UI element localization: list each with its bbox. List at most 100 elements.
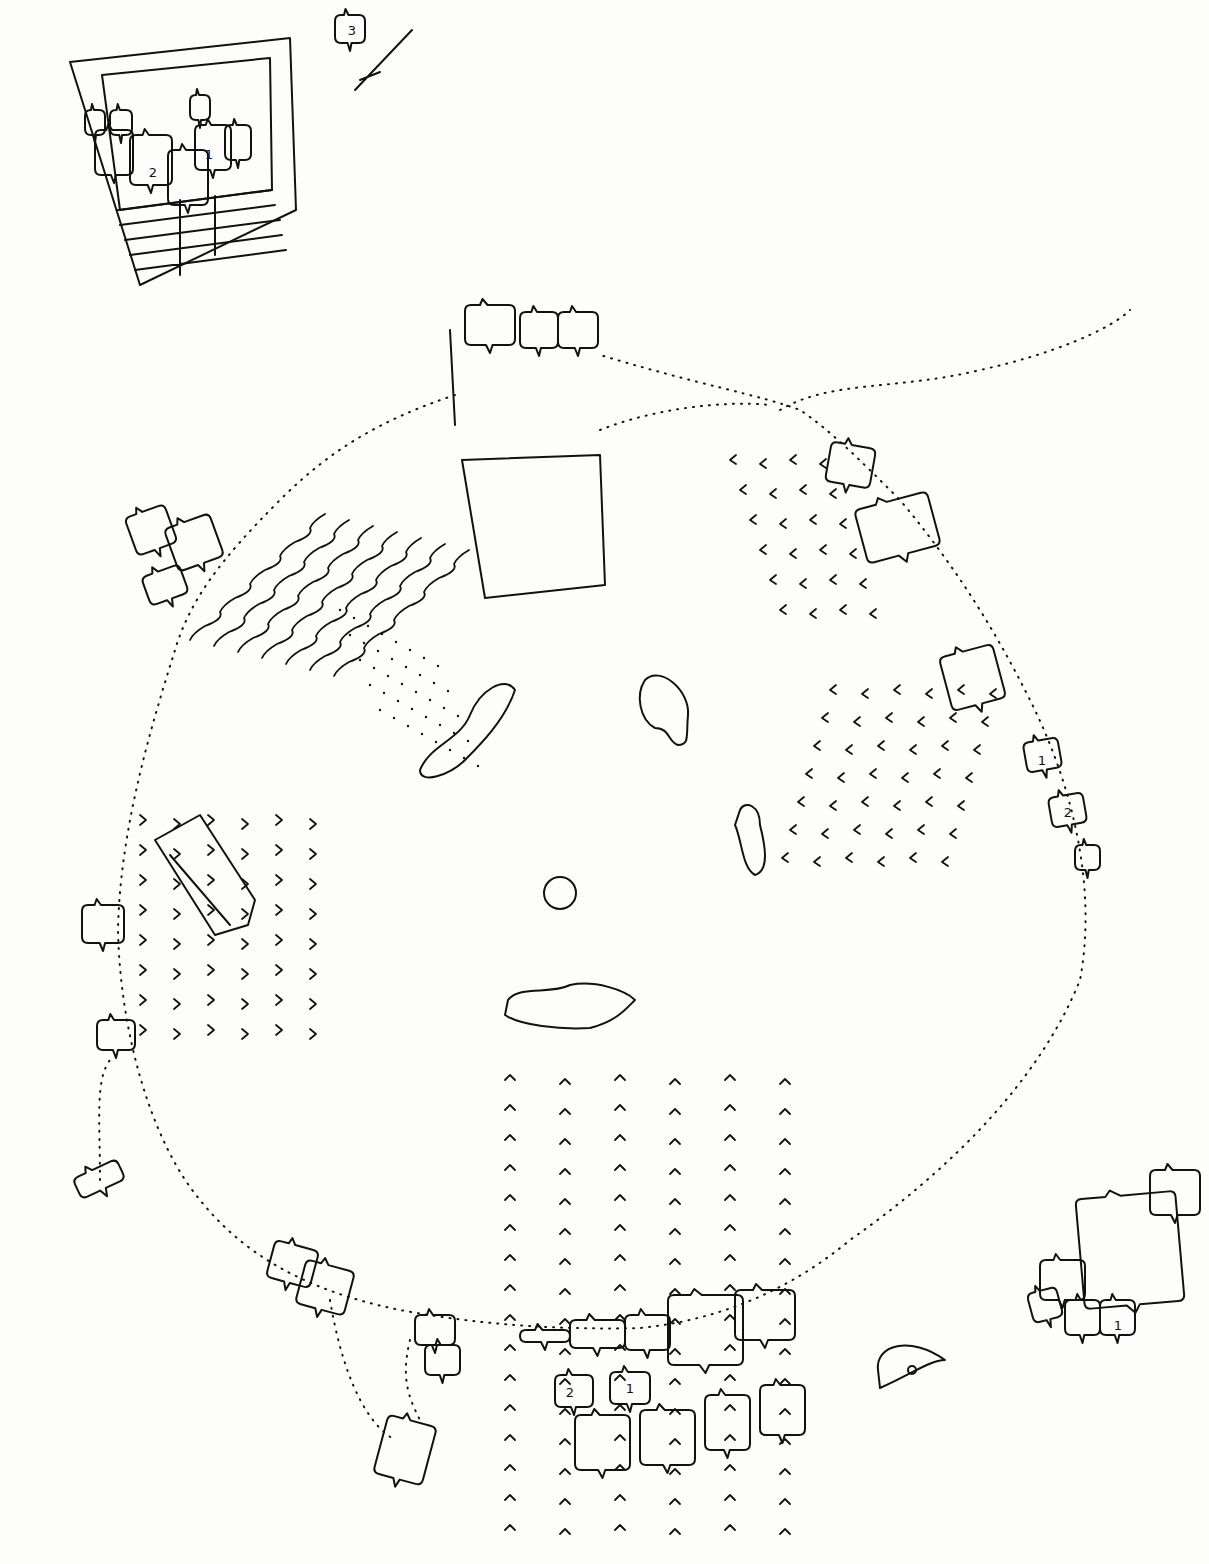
- chevron-mark: [242, 939, 248, 949]
- chevron-mark: [670, 1259, 680, 1264]
- figure: [130, 129, 172, 193]
- stipple-dot: [429, 699, 431, 701]
- figure: [139, 558, 192, 613]
- figure: [760, 1379, 805, 1443]
- chevron-mark: [725, 1525, 735, 1530]
- figure: [823, 435, 877, 496]
- chevron-mark: [670, 1229, 680, 1234]
- wavy-line: [262, 532, 397, 658]
- dotted-boundary: [118, 355, 1086, 1328]
- chevron-mark: [870, 769, 876, 778]
- chevron-mark: [670, 1349, 680, 1354]
- stipple-dot: [443, 707, 445, 709]
- chevron-mark: [140, 1025, 146, 1035]
- chevron-mark: [862, 797, 868, 806]
- chevron-mark: [780, 1139, 790, 1144]
- chevron-mark: [830, 685, 836, 694]
- stipple-dot: [353, 617, 355, 619]
- chevron-mark: [615, 1195, 625, 1200]
- chevron-mark: [276, 905, 282, 915]
- figure: [85, 104, 105, 143]
- dotted-path: [330, 1300, 395, 1440]
- chevron-mark: [840, 519, 846, 528]
- chevron-mark: [560, 1319, 570, 1324]
- hut: [155, 815, 255, 935]
- chevron-mark: [894, 801, 900, 810]
- callout-number: 1: [1038, 754, 1046, 767]
- callout-number: 1: [626, 1382, 634, 1395]
- figure: [1065, 1294, 1100, 1343]
- stipple-dot: [387, 675, 389, 677]
- rifle: [355, 30, 412, 90]
- stipple-dot: [407, 725, 409, 727]
- chevron-mark: [780, 1259, 790, 1264]
- figure: [520, 306, 558, 356]
- chevron-mark: [670, 1109, 680, 1114]
- figure: [95, 124, 133, 183]
- figure: [570, 1314, 625, 1356]
- chevron-mark: [886, 713, 892, 722]
- chevron-mark: [780, 1529, 790, 1534]
- chevron-mark: [780, 1349, 790, 1354]
- chevron-mark: [310, 909, 316, 919]
- chevron-mark: [242, 969, 248, 979]
- chevron-mark: [838, 773, 844, 782]
- figure: [1100, 1294, 1135, 1343]
- figure: [97, 1014, 135, 1058]
- stipple-dot: [415, 691, 417, 693]
- chevron-mark: [725, 1165, 735, 1170]
- stipple-dot: [439, 724, 441, 726]
- chevron-mark: [615, 1135, 625, 1140]
- figure: [70, 1153, 129, 1206]
- chevron-mark: [780, 519, 786, 528]
- stipple-dot: [453, 732, 455, 734]
- chevron-mark: [780, 1079, 790, 1084]
- chevron-mark: [854, 825, 860, 834]
- chevron-mark: [560, 1229, 570, 1234]
- chevron-mark: [740, 485, 746, 494]
- chevron-mark: [310, 999, 316, 1009]
- chevron-mark: [208, 935, 214, 945]
- chevron-mark: [982, 717, 988, 726]
- chevron-mark: [926, 797, 932, 806]
- chevron-mark: [560, 1469, 570, 1474]
- chevron-mark: [208, 845, 214, 855]
- chevron-mark: [958, 685, 964, 694]
- chevron-mark: [780, 1109, 790, 1114]
- stipple-dot: [437, 665, 439, 667]
- figure: [853, 485, 943, 571]
- figure: [1047, 786, 1089, 835]
- chevron-mark: [560, 1409, 570, 1414]
- chevron-mark: [505, 1075, 515, 1080]
- chevron-mark: [862, 689, 868, 698]
- figure: [1075, 1185, 1185, 1317]
- stipple-dot: [457, 715, 459, 717]
- chevron-mark: [242, 819, 248, 829]
- blob: [420, 684, 515, 777]
- chevron-mark: [560, 1079, 570, 1084]
- stipple-dot: [395, 641, 397, 643]
- figure: [705, 1389, 750, 1458]
- chevron-mark: [174, 849, 180, 859]
- figure: [168, 144, 208, 213]
- callout-number: 2: [1064, 806, 1072, 819]
- chevron-mark: [846, 853, 852, 862]
- chevron-mark: [174, 909, 180, 919]
- chevron-mark: [276, 965, 282, 975]
- chevron-mark: [505, 1495, 515, 1500]
- wavy-line: [310, 544, 445, 670]
- eye: [908, 1366, 916, 1374]
- chevron-mark: [780, 1229, 790, 1234]
- stipple-dot: [433, 682, 435, 684]
- figure: [640, 1404, 695, 1473]
- chevron-mark: [276, 845, 282, 855]
- chevron-mark: [505, 1375, 515, 1380]
- chevron-mark: [505, 1345, 515, 1350]
- chevron-mark: [670, 1199, 680, 1204]
- chevron-mark: [505, 1225, 515, 1230]
- chevron-mark: [780, 1469, 790, 1474]
- figure: [735, 1284, 795, 1348]
- figure: [610, 1366, 650, 1412]
- chevron-mark: [820, 459, 826, 468]
- staff: [450, 330, 455, 425]
